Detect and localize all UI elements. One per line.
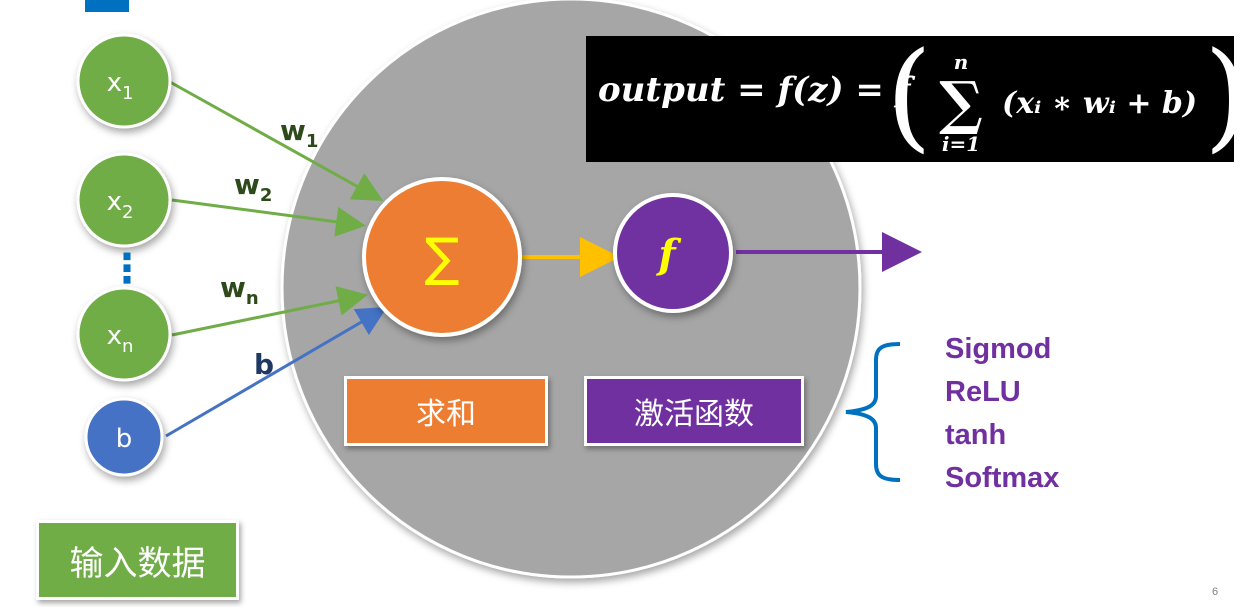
activation-function-list: Sigmod ReLU tanh Softmax xyxy=(945,328,1059,500)
formula-paren-right: ) xyxy=(1204,36,1234,160)
input-data-label-box: 输入数据 xyxy=(36,520,239,600)
arrow-x1-to-sum xyxy=(169,80,384,201)
activation-node: f xyxy=(613,193,733,313)
activation-label: 激活函数 xyxy=(634,397,754,432)
input-ellipsis: ⋮ xyxy=(107,246,147,292)
title-accent-mark xyxy=(85,0,129,12)
formula-lhs: output = f(z) = f xyxy=(598,70,911,110)
page-number: 6 xyxy=(1212,586,1219,598)
xn-sub: n xyxy=(122,336,133,357)
activation-item-softmax: Softmax xyxy=(945,462,1060,494)
bias-node: b xyxy=(84,397,164,477)
x1-base: x xyxy=(107,68,122,98)
weight-b: b xyxy=(254,348,274,381)
x2-sub: 2 xyxy=(122,202,133,223)
sum-label: 求和 xyxy=(416,397,476,432)
activation-item-sigmod: Sigmod xyxy=(945,333,1052,365)
input-node-x1: x1 xyxy=(76,33,172,129)
formula-paren-left: ( xyxy=(886,36,933,162)
activation-label-box: 激活函数 xyxy=(584,376,804,446)
xn-base: x xyxy=(107,321,122,351)
sum-node: ∑ xyxy=(362,177,522,337)
sigma-symbol: ∑ xyxy=(939,69,983,137)
input-data-label: 输入数据 xyxy=(69,543,206,584)
activation-item-relu: ReLU xyxy=(945,376,1021,408)
sum-label-box: 求和 xyxy=(344,376,548,446)
activation-item-tanh: tanh xyxy=(945,419,1007,451)
sigma-upper-limit: n xyxy=(953,50,969,74)
arrow-x2-to-sum xyxy=(171,198,366,237)
svg-text:x2: x2 xyxy=(107,187,134,223)
arrow-b-to-sum xyxy=(165,306,388,438)
formula-body: (xᵢ ∗ wᵢ + b) xyxy=(1002,86,1198,121)
svg-text:xn: xn xyxy=(107,321,134,357)
weight-wn: wn xyxy=(220,271,259,309)
sum-symbol: ∑ xyxy=(424,228,459,288)
x2-base: x xyxy=(107,187,122,217)
x1-sub: 1 xyxy=(122,83,133,104)
activation-list-brace xyxy=(845,342,901,482)
bias-node-label: b xyxy=(116,424,133,454)
formula-summation: n ∑ i=1 xyxy=(926,52,996,154)
sigma-lower-limit: i=1 xyxy=(941,132,981,156)
input-node-x2: x2 xyxy=(76,152,172,248)
weight-w2: w2 xyxy=(234,168,272,206)
formula-box: output = f(z) = f ( n ∑ i=1 (xᵢ ∗ wᵢ + b… xyxy=(586,36,1234,162)
input-node-xn: xn xyxy=(76,286,172,382)
arrow-xn-to-sum xyxy=(171,286,368,337)
svg-text:x1: x1 xyxy=(107,68,134,104)
weight-w1: w1 xyxy=(280,114,318,152)
